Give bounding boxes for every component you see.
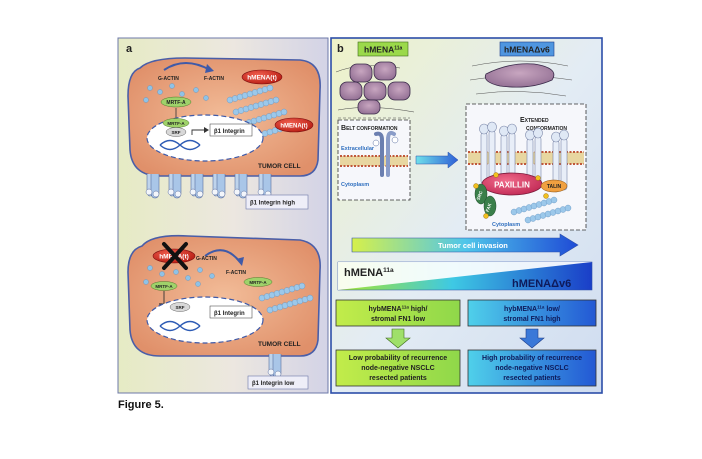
low-hybmena-line2: stromal FN1 high: [503, 316, 560, 323]
status-box-bottom: [247, 375, 309, 390]
dna-helix: [159, 320, 201, 332]
integrin-gene-label: β1 Integrin: [214, 129, 245, 135]
transcription-arrowhead: [204, 127, 209, 133]
srf-label: SRF: [172, 130, 181, 135]
fak-label: FAK: [485, 202, 493, 213]
talin-label: TALIN: [547, 184, 562, 190]
down-arrow-right: [519, 328, 545, 349]
mesenchymal-cell: [469, 60, 573, 97]
src-protein: [474, 183, 488, 205]
high-recurrence-box: [467, 349, 597, 387]
gradient-hmena11a: hMENA11a: [344, 267, 394, 279]
srf-label: SRF: [176, 305, 185, 310]
belt-label: BELT CONFORMATION: [341, 125, 398, 132]
hmena11a-title: hMENA11a: [364, 45, 403, 55]
extracellular-label: Extracellular: [341, 146, 375, 152]
tumor-cell-label: TUMOR CELL: [258, 341, 301, 348]
polymerize-arrowhead: [205, 64, 214, 73]
high-recurrence-line1: High probability of recurrence: [482, 355, 582, 362]
srf-protein: [165, 127, 187, 137]
dna-helix: [159, 139, 201, 151]
hmena-label: hMENA(t): [247, 75, 277, 82]
isoform-gradient-wedge: [338, 262, 592, 290]
knockdown-cross: [162, 242, 188, 270]
hmena11a-tag: [357, 41, 409, 57]
mrtf-a-label: MRTF-A: [167, 121, 185, 126]
mrtf-a-label: MRTF-A: [249, 280, 267, 285]
high-hybmena-box: [335, 299, 461, 327]
mrtf-a-label: MRTF-A: [166, 100, 186, 106]
hmena-protein: [274, 117, 314, 133]
integrin-high-label: β1 Integrin high: [250, 201, 295, 207]
hmena-protein: [241, 69, 283, 85]
lipid-bilayer-left: [340, 155, 408, 167]
low-recurrence-line3: resected patients: [369, 375, 427, 382]
epithelial-cells: [335, 61, 415, 115]
cytoplasm-label: Cytoplasm: [341, 182, 369, 188]
polymerize-arrow: [163, 62, 211, 71]
depolymerize-arrowhead: [236, 257, 244, 266]
paxillin-label: PAXILLIN: [494, 181, 530, 190]
g-actin-label: G-ACTIN: [196, 256, 217, 262]
panel-a-label: a: [126, 43, 133, 55]
integrin-gene-box: [209, 123, 253, 137]
extended-label-2: CONFORMATION: [526, 126, 567, 132]
fak-protein: [483, 195, 497, 217]
figure-caption: Figure 5.: [118, 399, 164, 411]
extended-label: EXTENDED: [520, 117, 549, 124]
high-recurrence-line2: node-negative NSCLC: [495, 365, 569, 372]
high-hybmena-line2: stromal FN1 low: [371, 316, 426, 323]
low-recurrence-box: [335, 349, 461, 387]
down-arrow-left: [385, 328, 411, 349]
low-recurrence-line1: Low probability of recurrence: [349, 355, 448, 362]
high-hybmena-line1: hybMENA11a high/: [369, 305, 428, 314]
g-actin-label: G-ACTIN: [158, 76, 179, 82]
high-recurrence-line3: resected patients: [503, 375, 561, 382]
transition-arrow: [415, 151, 459, 169]
cytoplasm-label: Cytoplasm: [492, 222, 520, 228]
tumor-cell-label: TUMOR CELL: [258, 163, 301, 170]
invasion-label: Tumor cell invasion: [438, 241, 508, 250]
panel-b-label: b: [337, 43, 344, 55]
transcription-arrow: [191, 129, 204, 135]
bent-integrin: [372, 130, 399, 177]
mrtf-a-protein: [243, 277, 273, 287]
hmena-label: hMENA(t): [280, 124, 307, 130]
f-actin-label: F-ACTIN: [204, 76, 224, 82]
hmenadv6-tag: [499, 41, 555, 57]
invasion-arrow: [351, 233, 579, 257]
low-hybmena-line1: hybMENA11a low/: [504, 305, 560, 314]
phospho-sites: [473, 172, 549, 219]
integrin-gene-box: [209, 305, 253, 319]
low-recurrence-line2: node-negative NSCLC: [361, 365, 435, 372]
integrin-gene-label: β1 Integrin: [214, 311, 245, 317]
low-hybmena-box: [467, 299, 597, 327]
src-label: SRC: [476, 189, 484, 200]
integrin-low: [267, 353, 282, 379]
srf-protein: [169, 302, 191, 312]
integrin-low-label: β1 Integrin low: [252, 381, 295, 387]
hmenadv6-title: hMENAΔv6: [504, 45, 550, 55]
mrtf-a-protein: [150, 281, 178, 291]
mrtf-a-label: MRTF-A: [155, 284, 173, 289]
status-box-top: [245, 194, 309, 210]
talin-protein: [540, 179, 568, 193]
f-actin-label: F-ACTIN: [226, 270, 246, 276]
mrtf-a-protein: [160, 96, 192, 108]
gradient-hmenadv6: hMENAΔv6: [512, 278, 571, 290]
nucleus-bottom: [146, 296, 264, 344]
